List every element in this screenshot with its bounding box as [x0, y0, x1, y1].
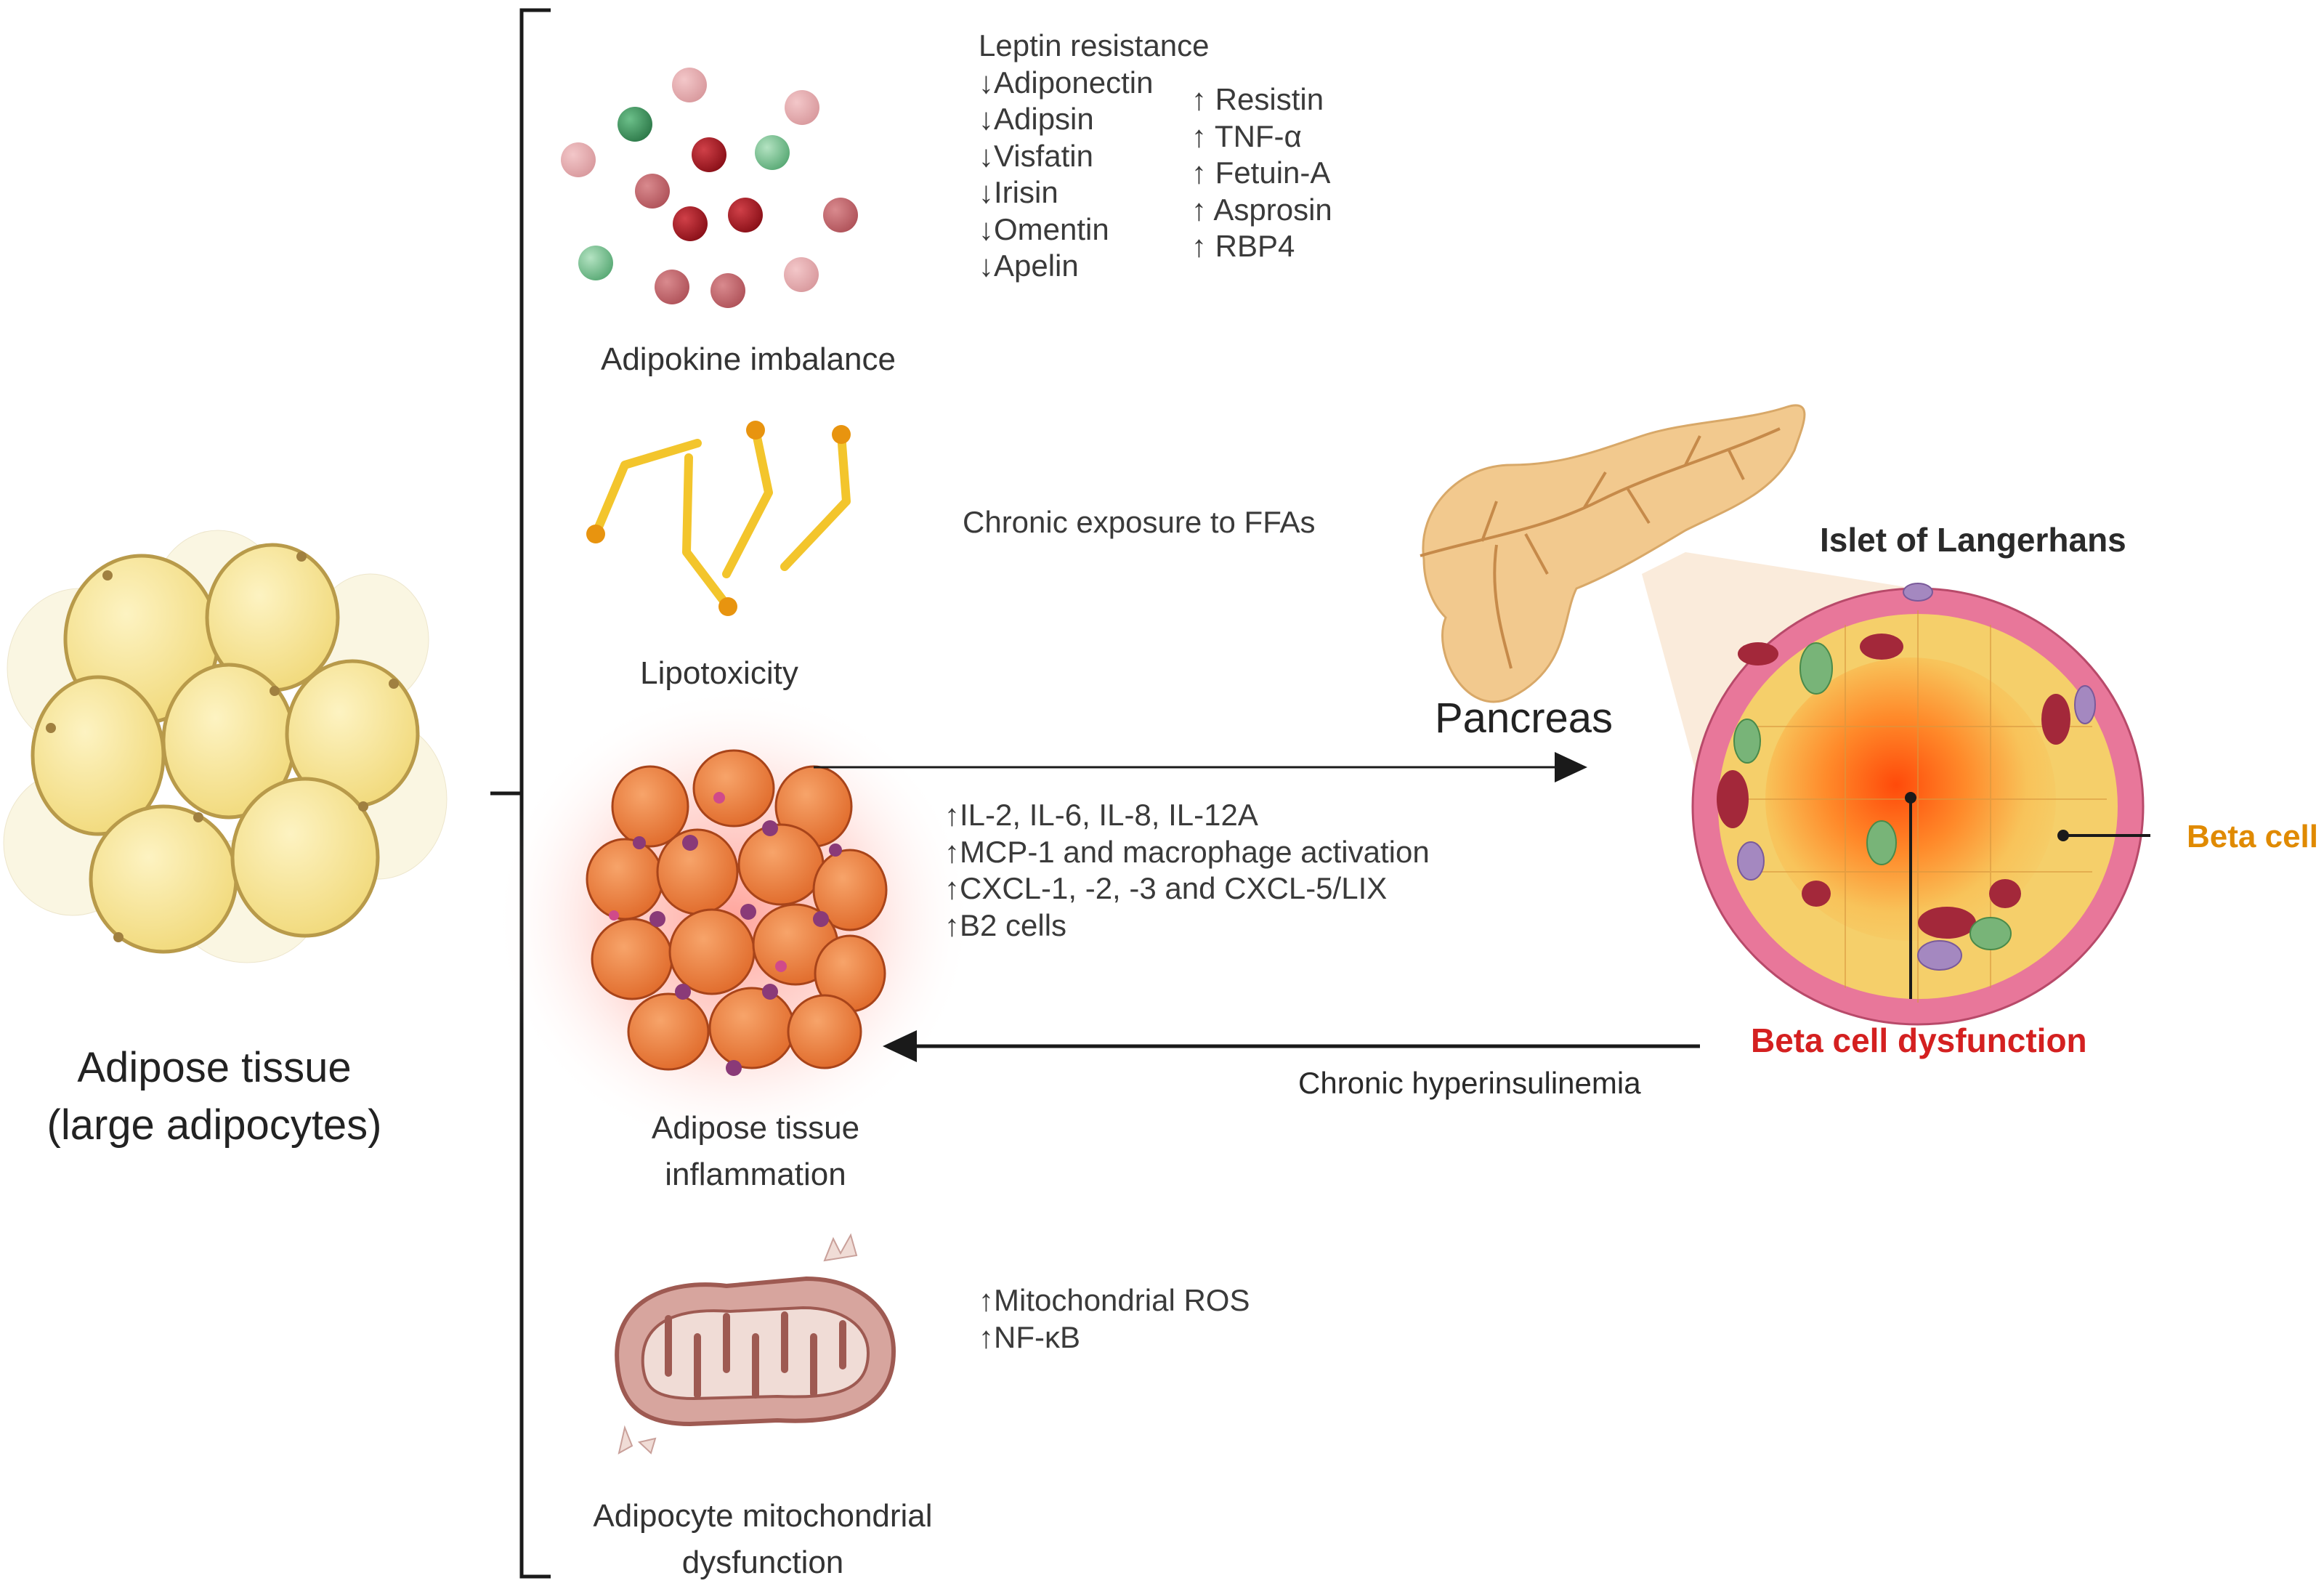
inflammation-label-line2: inflammation: [665, 1157, 846, 1192]
hyperinsulinemia-label: Chronic hyperinsulinemia: [1298, 1066, 1641, 1100]
lipid-chains: [591, 426, 851, 611]
inflamed-adipose-cluster: [494, 687, 973, 1152]
islet-of-langerhans: [1691, 583, 2150, 1026]
arrow-hyperinsulinemia: [883, 1030, 1700, 1062]
adipokine-item: ↑ Resistin: [1191, 82, 1324, 116]
lipotoxicity-label: Lipotoxicity: [640, 655, 798, 691]
mitochondria-label-line1: Adipocyte mitochondrial: [593, 1498, 933, 1534]
adipose-tissue-cluster: [3, 530, 448, 963]
bracket: [490, 8, 551, 1579]
adipokine-item: ↓Omentin: [979, 211, 1109, 246]
beta-cell-label: Beta cell: [2187, 819, 2318, 854]
beta-cell-dysfunction-label: Beta cell dysfunction: [1751, 1021, 2087, 1059]
mitochondrion: [615, 1233, 896, 1454]
inflammation-item: ↑IL-2, IL-6, IL-8, IL-12A: [944, 798, 1258, 832]
adipokine-imbalance-label: Adipokine imbalance: [600, 341, 896, 377]
mitochondrial-markers-list: ↑Mitochondrial ROS ↑NF-κB: [979, 1282, 1250, 1356]
lipid-heads: [586, 421, 851, 616]
adipokine-item: Leptin resistance: [979, 28, 1210, 62]
adipokine-item: ↑ Asprosin: [1191, 192, 1332, 227]
inflammation-item: ↑B2 cells: [944, 907, 1067, 942]
adipose-tissue-title-line2: (large adipocytes): [46, 1101, 382, 1149]
inflammation-item: ↑CXCL-1, -2, -3 and CXCL-5/LIX: [944, 871, 1388, 905]
mitochondria-item: ↑Mitochondrial ROS: [979, 1283, 1250, 1317]
inflammation-item: ↑MCP-1 and macrophage activation: [944, 834, 1430, 869]
adipokine-item: ↓Visfatin: [979, 138, 1093, 173]
adipokine-item: ↑ RBP4: [1191, 229, 1295, 263]
ffa-exposure-text: Chronic exposure to FFAs: [963, 505, 1316, 539]
inflammation-markers-list: ↑IL-2, IL-6, IL-8, IL-12A ↑MCP-1 and mac…: [944, 797, 1430, 944]
adipokine-item: ↑ TNF-α: [1191, 118, 1302, 153]
adipokine-item: ↓Adipsin: [979, 102, 1094, 136]
pancreas-organ: [1420, 404, 1806, 703]
mitochondria-label-line2: dysfunction: [681, 1545, 844, 1580]
arrow-to-pancreas: [814, 752, 1587, 782]
inflammation-label-line1: Adipose tissue: [651, 1110, 860, 1146]
mitochondria-item: ↑NF-κB: [979, 1319, 1080, 1354]
adipokine-item: ↓Irisin: [979, 175, 1058, 209]
adipokine-item: ↓Adiponectin: [979, 65, 1154, 100]
adipokine-item: ↑ Fetuin-A: [1191, 155, 1331, 190]
adipokine-item: ↓Apelin: [979, 248, 1079, 283]
pancreas-label: Pancreas: [1435, 695, 1614, 742]
islet-label: Islet of Langerhans: [1820, 521, 2126, 559]
adipose-tissue-title-line1: Adipose tissue: [77, 1044, 352, 1091]
adipokine-dots: [561, 68, 858, 308]
adipokine-decreased-list: Leptin resistance ↓Adiponectin ↓Adipsin …: [979, 28, 1210, 285]
adipokine-increased-list: ↑ Resistin ↑ TNF-α ↑ Fetuin-A ↑ Asprosin…: [1191, 81, 1332, 265]
